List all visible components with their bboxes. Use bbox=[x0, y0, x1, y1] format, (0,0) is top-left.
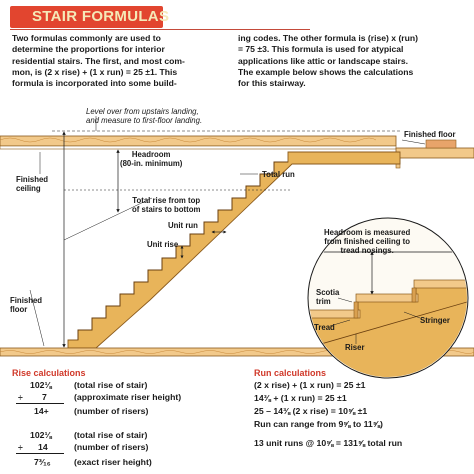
intro-text-right: ing codes. The other formula is (rise) x… bbox=[238, 33, 419, 89]
total-rise-label: Total rise from top of stairs to bottom bbox=[132, 196, 201, 214]
unit-run-label: Unit run bbox=[168, 221, 198, 230]
upper-landing bbox=[395, 139, 474, 169]
run-line: 14⅜ + (1 x run) = 25 ±1 bbox=[254, 393, 347, 403]
rise-value: 7³⁄₁₆ bbox=[34, 457, 51, 467]
rise-desc: (total rise of stair) bbox=[74, 380, 148, 390]
rise-calculations-heading: Rise calculations bbox=[12, 368, 86, 378]
rise-divider bbox=[16, 403, 64, 404]
headroom-measured-label: Headroom is measured from finished ceili… bbox=[324, 228, 411, 255]
run-line: 13 unit runs @ 10⅝ = 131⅝ total run bbox=[254, 438, 403, 448]
rise-desc: (number of risers) bbox=[74, 406, 149, 416]
run-line: Run can range from 9⅝ to 11⅝) bbox=[254, 419, 383, 429]
detail-callout bbox=[307, 217, 469, 379]
stringer-label: Stringer bbox=[420, 316, 450, 325]
rise-desc: (number of risers) bbox=[74, 442, 149, 452]
page-title: STAIR FORMULAS bbox=[32, 8, 170, 25]
rise-operator: ÷ bbox=[18, 392, 23, 402]
run-calculations: (2 x rise) + (1 x run) = 25 ±1 14⅜ + (1 … bbox=[254, 380, 472, 472]
run-line: 25 – 14⅜ (2 x rise) = 10⅝ ±1 bbox=[254, 406, 368, 416]
rise-divider bbox=[16, 453, 64, 454]
rise-calculations: 102⅛ (total rise of stair) ÷ 7 (approxim… bbox=[12, 380, 212, 472]
finished-ceiling-label: Finished ceiling bbox=[16, 175, 49, 193]
scotia-trim-label: Scotia trim bbox=[316, 288, 340, 306]
tread-label: Tread bbox=[314, 323, 335, 332]
rise-value: 14 bbox=[38, 442, 48, 452]
rise-value: 102⅛ bbox=[30, 380, 52, 390]
rise-desc: (total rise of stair) bbox=[74, 430, 148, 440]
rise-value: 14+ bbox=[34, 406, 49, 416]
finished-floor-top-label: Finished floor bbox=[404, 130, 456, 139]
stair-stringer bbox=[67, 151, 401, 349]
run-line: (2 x rise) + (1 x run) = 25 ±1 bbox=[254, 380, 366, 390]
rise-desc: (approximate riser height) bbox=[74, 392, 182, 402]
headroom-label: Headroom (80-in. minimum) bbox=[120, 150, 183, 168]
run-calculations-heading: Run calculations bbox=[254, 368, 327, 378]
riser-label: Riser bbox=[345, 343, 365, 352]
level-over-label: Level over from upstairs landing, and me… bbox=[86, 107, 203, 125]
intro-text-left: Two formulas commonly are used to determ… bbox=[12, 33, 185, 89]
title-bar bbox=[10, 6, 163, 28]
title-rule bbox=[10, 29, 310, 30]
upper-floor-slab bbox=[0, 135, 397, 150]
rise-value: 102⅛ bbox=[30, 430, 52, 440]
finished-floor-bottom-label: Finished floor bbox=[10, 296, 43, 314]
rise-value: 7 bbox=[42, 392, 47, 402]
total-run-label: Total run bbox=[262, 170, 295, 179]
unit-rise-label: Unit rise bbox=[147, 240, 179, 249]
rise-operator: ÷ bbox=[18, 442, 23, 452]
rise-desc: (exact riser height) bbox=[74, 457, 152, 467]
